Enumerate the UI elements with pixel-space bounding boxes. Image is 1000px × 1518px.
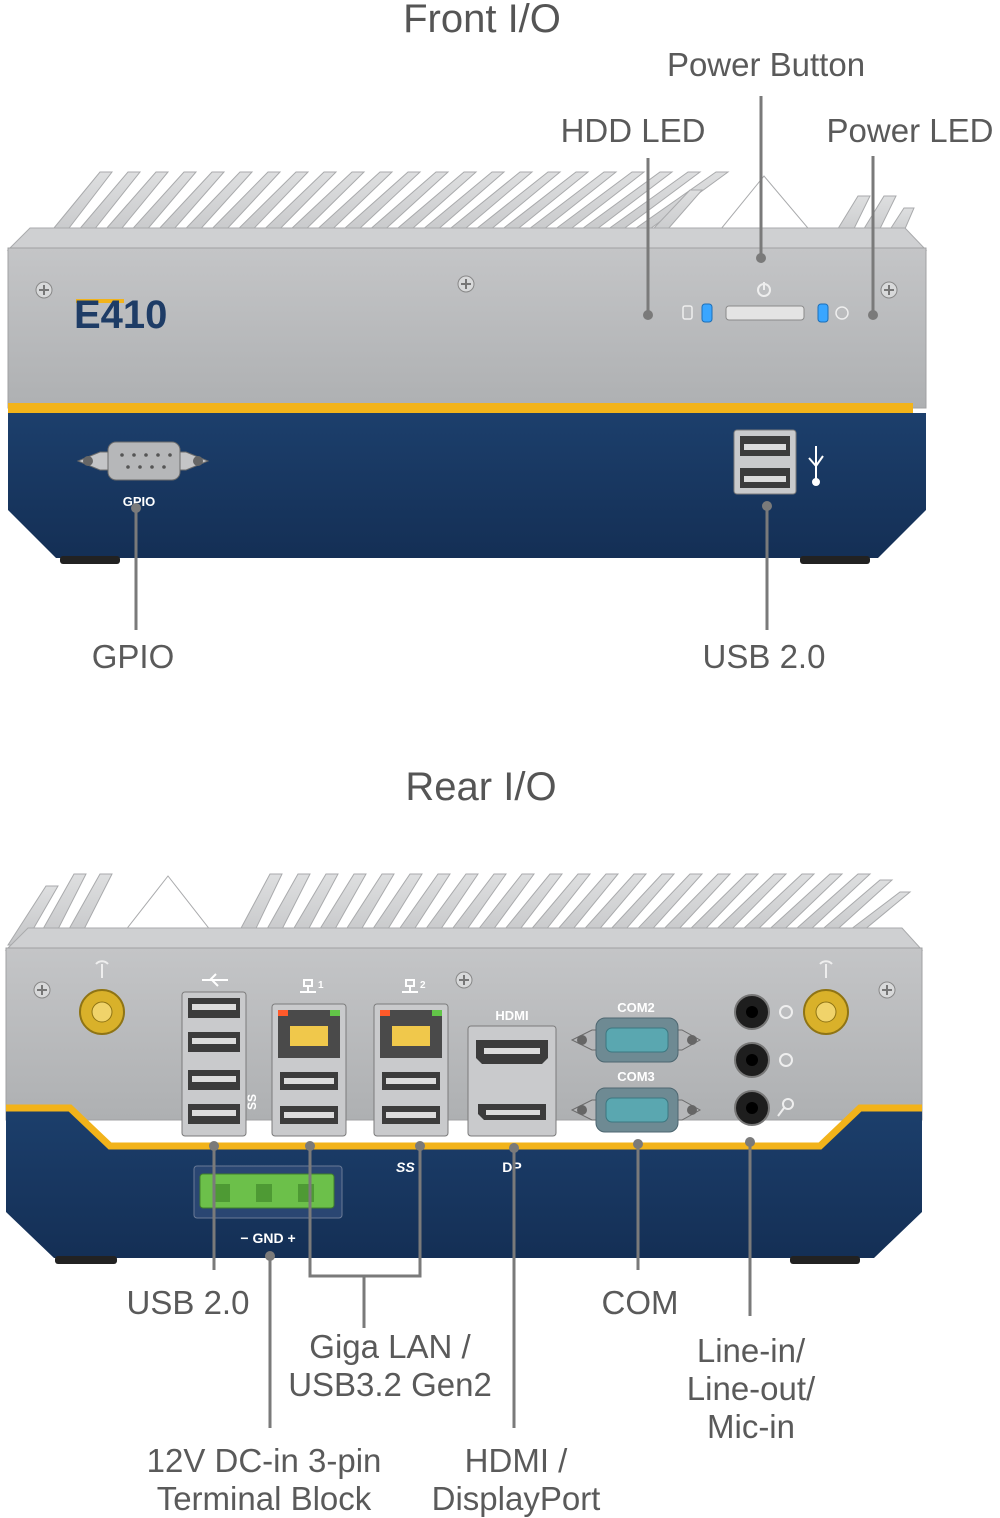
callout-dc-in-line-2: Terminal Block [156, 1479, 372, 1517]
antenna-connector-right [803, 989, 849, 1035]
screw-icon [33, 981, 51, 999]
callout-power-button: Power Button [666, 46, 866, 83]
front-usb-ports [733, 429, 797, 495]
rear-device: 1 2 SS SS HDMI DP COM [4, 873, 924, 1428]
callout-audio-line-2: Line-out/ [686, 1369, 816, 1407]
power-led [817, 303, 829, 323]
antenna-connector-left [79, 989, 125, 1035]
wifi-antenna-icon [95, 960, 109, 978]
usb-icon [808, 446, 824, 486]
callout-audio-line-1: Line-in/ [696, 1332, 806, 1369]
screw-icon [455, 971, 473, 989]
screw-icon [880, 281, 898, 299]
com3-port [570, 1087, 702, 1133]
power-symbol-icon [757, 282, 771, 297]
gpio-connector [76, 441, 210, 481]
usb-icon [202, 973, 228, 987]
front-io-title: Front I/O [403, 0, 561, 41]
callout-com: COM [601, 1284, 679, 1321]
callout-power-led: Power LED [826, 112, 994, 149]
rear-leader-lines [212, 1142, 752, 1428]
callout-audio: Line-in/ Line-out/ Mic-in [687, 1332, 815, 1446]
dp-mark: DP [502, 1159, 521, 1175]
callout-giga-lan: Giga LAN / USB3.2 Gen2 [288, 1328, 492, 1404]
network-icon [300, 979, 316, 993]
audio-jacks [734, 994, 770, 1126]
callout-dc-in-line-1: 12V DC-in 3-pin [146, 1442, 382, 1479]
front-leader-lines [134, 96, 875, 630]
dc-terminal-block [193, 1165, 343, 1219]
callout-gpio: GPIO [91, 638, 175, 675]
lan-2-mark: 2 [420, 980, 426, 991]
rear-heatsink-fins [7, 873, 912, 946]
callout-dc-in: 12V DC-in 3-pin Terminal Block [147, 1442, 382, 1518]
callout-rear-usb20: USB 2.0 [126, 1284, 250, 1321]
com3-mark: COM3 [617, 1069, 655, 1084]
com2-mark: COM2 [617, 1000, 655, 1015]
front-logo: E410 [74, 293, 167, 337]
hdmi-mark: HDMI [495, 1008, 528, 1023]
power-led-icon [835, 306, 849, 320]
hdd-icon [682, 305, 693, 320]
rear-navy-base [6, 1108, 922, 1258]
hdd-led [701, 303, 713, 323]
callout-hdmi-dp: HDMI / DisplayPort [432, 1442, 601, 1518]
callout-hdd-led: HDD LED [560, 112, 706, 149]
line-out-icon [779, 1053, 793, 1067]
front-device: E410 GPIO [6, 96, 928, 630]
callout-front-usb20: USB 2.0 [702, 638, 826, 675]
callout-giga-lan-line-2: USB3.2 Gen2 [288, 1365, 492, 1403]
gnd-mark: − GND + [240, 1230, 295, 1246]
screw-icon [878, 981, 896, 999]
power-button[interactable] [725, 305, 805, 321]
callout-giga-lan-line-1: Giga LAN / [309, 1328, 471, 1365]
wifi-antenna-icon [819, 960, 833, 978]
rear-accent-stripe [6, 1104, 922, 1150]
front-accent-stripe [8, 403, 913, 413]
lan-1-mark: 1 [318, 980, 324, 991]
screw-icon [35, 281, 53, 299]
callout-hdmi-dp-line-1: HDMI / [464, 1442, 568, 1479]
screw-icon [457, 275, 475, 293]
ss-mark-vertical: SS [245, 1094, 259, 1110]
lan-port-1 [271, 1003, 347, 1137]
gpio-port-mark: GPIO [123, 494, 156, 509]
callout-audio-line-3: Mic-in [707, 1407, 795, 1445]
lan-port-2 [373, 1003, 449, 1137]
callout-hdmi-dp-line-2: DisplayPort [431, 1479, 601, 1517]
front-navy-base [8, 413, 926, 558]
hdmi-dp-ports [467, 1025, 557, 1137]
ss-mark: SS [396, 1159, 415, 1175]
rear-io-title: Rear I/O [405, 765, 557, 809]
mic-icon [777, 1098, 794, 1117]
line-in-icon [779, 1005, 793, 1019]
network-icon [402, 979, 418, 993]
rear-usb-ports [181, 991, 247, 1137]
com2-port [570, 1017, 702, 1063]
